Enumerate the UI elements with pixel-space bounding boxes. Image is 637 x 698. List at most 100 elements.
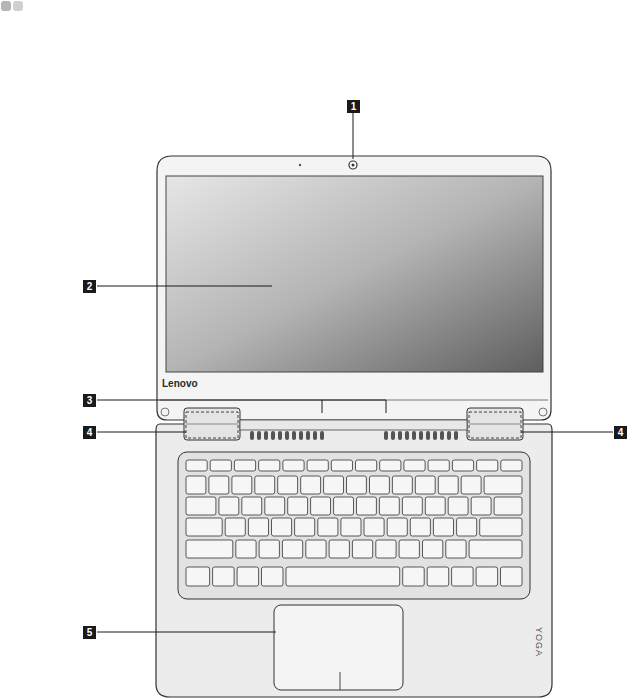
key [404,460,425,471]
key [288,497,308,515]
key [357,497,377,515]
vent-slot [426,431,430,440]
vent-slot [384,431,388,440]
leader-lines [97,113,613,632]
vent-slot [271,431,275,440]
key [186,567,210,586]
callout-number: 5 [83,626,96,639]
key [402,497,422,515]
page-marker [1,1,11,11]
key [446,540,466,558]
key [379,497,399,515]
key [259,460,280,471]
vent-slot [405,431,409,440]
key [461,476,481,494]
key [272,518,292,536]
vent-slot [454,431,458,440]
key [501,460,522,471]
key [448,497,468,515]
vent-slot [278,431,282,440]
key [219,497,239,515]
key [427,567,449,586]
key [347,476,367,494]
key [209,476,229,494]
key [480,518,522,536]
vent-slot [398,431,402,440]
vent-slot [250,431,254,440]
key [428,460,449,471]
key [392,476,412,494]
key [295,518,315,536]
vent-slot [391,431,395,440]
key [457,518,477,536]
key [438,476,458,494]
key [484,476,522,494]
vent-slot [264,431,268,440]
key [306,540,326,558]
microphone [299,164,301,166]
key [403,567,425,586]
callout-number: 2 [83,280,96,293]
callout-number: 1 [347,100,360,113]
key [248,518,268,536]
key [265,497,285,515]
page-marker [13,1,23,11]
laptop-lid [157,156,551,420]
vent-slot [412,431,416,440]
key [387,518,407,536]
key [232,476,252,494]
key [370,476,390,494]
key [234,460,255,471]
vent-slot [440,431,444,440]
key [307,460,328,471]
callout-number: 3 [83,394,96,407]
key [318,518,338,536]
model-logo: YOGA [534,627,544,657]
key [259,540,279,558]
key [301,476,321,494]
laptop-base [156,424,552,697]
vent-slot [257,431,261,440]
vent-slot [285,431,289,440]
key [324,476,344,494]
key [237,567,259,586]
key [262,567,284,586]
key [452,460,473,471]
key [471,497,491,515]
key [311,497,331,515]
camera [349,161,357,169]
key [329,540,349,558]
key [356,460,377,471]
key [341,518,361,536]
vent-slot [419,431,423,440]
key [186,460,207,471]
key [410,518,430,536]
key [399,540,419,558]
key [380,460,401,471]
vent-slot [313,431,317,440]
key [494,497,522,515]
vent-slot [447,431,451,440]
key [334,497,354,515]
key [242,497,262,515]
callout-number: 4 [83,426,96,439]
key [286,567,400,586]
key [255,476,275,494]
key [225,518,245,536]
key [452,567,474,586]
vent-slot [306,431,310,440]
key [186,518,222,536]
keyboard-well [178,452,530,599]
key [213,567,235,586]
key [210,460,231,471]
key [425,497,445,515]
key [476,567,498,586]
key [415,476,435,494]
key [376,540,396,558]
key [236,540,256,558]
callout-number: 4 [614,426,627,439]
vent-slot [292,431,296,440]
vent-slot [320,431,324,440]
key [278,476,298,494]
